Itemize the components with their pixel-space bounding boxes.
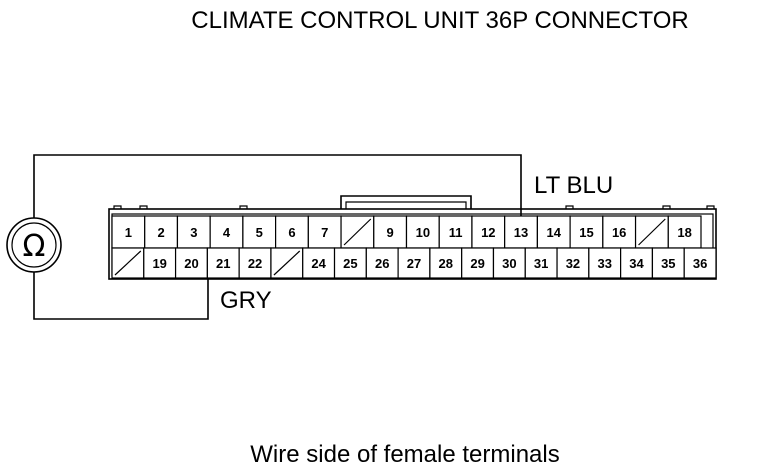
terminal-number: 21 <box>216 256 230 271</box>
terminal-number: 14 <box>547 225 562 240</box>
terminal-21: 21 <box>206 247 240 279</box>
terminal-number: 1 <box>125 225 132 240</box>
terminal-16: 16 <box>602 215 637 249</box>
terminal-15: 15 <box>569 215 604 249</box>
terminal-6: 6 <box>275 215 309 249</box>
terminal-number: 16 <box>612 225 626 240</box>
terminal-number: 19 <box>152 256 166 271</box>
terminal-number: 9 <box>387 225 394 240</box>
terminal-4: 4 <box>209 215 244 249</box>
terminal-number: 7 <box>321 225 328 240</box>
terminal-28: 28 <box>429 247 463 279</box>
terminal-number: 35 <box>661 256 675 271</box>
terminal-number: 2 <box>157 225 164 240</box>
terminal-number: 5 <box>256 225 263 240</box>
terminal-10: 10 <box>405 215 440 249</box>
terminal-number: 32 <box>566 256 580 271</box>
terminal-19: 19 <box>143 247 177 279</box>
terminal-7: 7 <box>307 215 342 249</box>
terminal-13: 13 <box>504 215 538 249</box>
terminal-number: 36 <box>693 256 707 271</box>
terminal-number: 24 <box>311 256 326 271</box>
wire-label-lt-blu: LT BLU <box>534 172 613 199</box>
terminal-33: 33 <box>588 247 622 279</box>
terminal-12: 12 <box>471 215 506 249</box>
terminal-number: 29 <box>470 256 484 271</box>
gry-wire <box>33 262 209 320</box>
terminal-number: 33 <box>598 256 612 271</box>
terminal-number: 34 <box>629 256 644 271</box>
lt-blu-wire <box>33 154 522 227</box>
terminal-34: 34 <box>620 247 654 279</box>
blank-cavity-slash <box>343 218 372 246</box>
terminal-29: 29 <box>461 247 495 279</box>
blank-cavity-slash <box>273 250 301 276</box>
terminal-31: 31 <box>524 247 558 279</box>
empty-cavity <box>340 215 375 249</box>
terminal-3: 3 <box>176 215 211 249</box>
terminal-number: 20 <box>184 256 198 271</box>
wire-label-gry: GRY <box>220 287 272 314</box>
terminal-number: 18 <box>677 225 691 240</box>
diagram-title: CLIMATE CONTROL UNIT 36P CONNECTOR <box>191 7 688 34</box>
terminal-27: 27 <box>397 247 431 279</box>
terminal-number: 26 <box>375 256 389 271</box>
empty-cavity <box>270 247 304 279</box>
terminal-11: 11 <box>438 215 473 249</box>
terminal-22: 22 <box>238 247 272 279</box>
terminal-number: 28 <box>439 256 453 271</box>
empty-cavity <box>634 215 669 249</box>
terminal-1: 1 <box>111 215 146 249</box>
terminal-35: 35 <box>651 247 685 279</box>
terminal-number: 3 <box>190 225 197 240</box>
terminal-32: 32 <box>556 247 590 279</box>
ohmmeter-icon: Ω <box>6 217 62 273</box>
terminal-14: 14 <box>536 215 571 249</box>
terminal-number: 12 <box>481 225 495 240</box>
terminal-26: 26 <box>365 247 399 279</box>
test-wires <box>33 154 522 320</box>
terminal-number: 27 <box>407 256 421 271</box>
terminal-number: 13 <box>514 225 528 240</box>
diagram-caption: Wire side of female terminals <box>250 441 559 468</box>
terminal-number: 4 <box>223 225 231 240</box>
terminal-18: 18 <box>667 215 702 249</box>
terminal-number: 30 <box>502 256 516 271</box>
blank-cavity-slash <box>114 250 142 276</box>
terminal-number: 25 <box>343 256 357 271</box>
terminal-36: 36 <box>683 247 717 279</box>
connector-bottom-row: 19 20 21 22 24 25 26 27 28 29 30 31 32 33 34 35 36 <box>111 247 717 279</box>
terminal-20: 20 <box>174 247 208 279</box>
ohm-symbol: Ω <box>23 229 46 264</box>
terminal-number: 10 <box>416 225 430 240</box>
terminal-number: 31 <box>534 256 548 271</box>
terminal-number: 6 <box>288 225 295 240</box>
terminal-25: 25 <box>333 247 367 279</box>
terminal-30: 30 <box>492 247 526 279</box>
terminal-number: 22 <box>248 256 262 271</box>
blank-cavity-slash <box>638 218 666 246</box>
empty-cavity <box>111 247 145 279</box>
terminal-5: 5 <box>242 215 277 249</box>
terminal-24: 24 <box>302 247 336 279</box>
terminal-number: 15 <box>579 225 593 240</box>
terminal-number: 11 <box>449 225 463 240</box>
terminal-2: 2 <box>144 215 179 249</box>
terminal-9: 9 <box>373 215 408 249</box>
